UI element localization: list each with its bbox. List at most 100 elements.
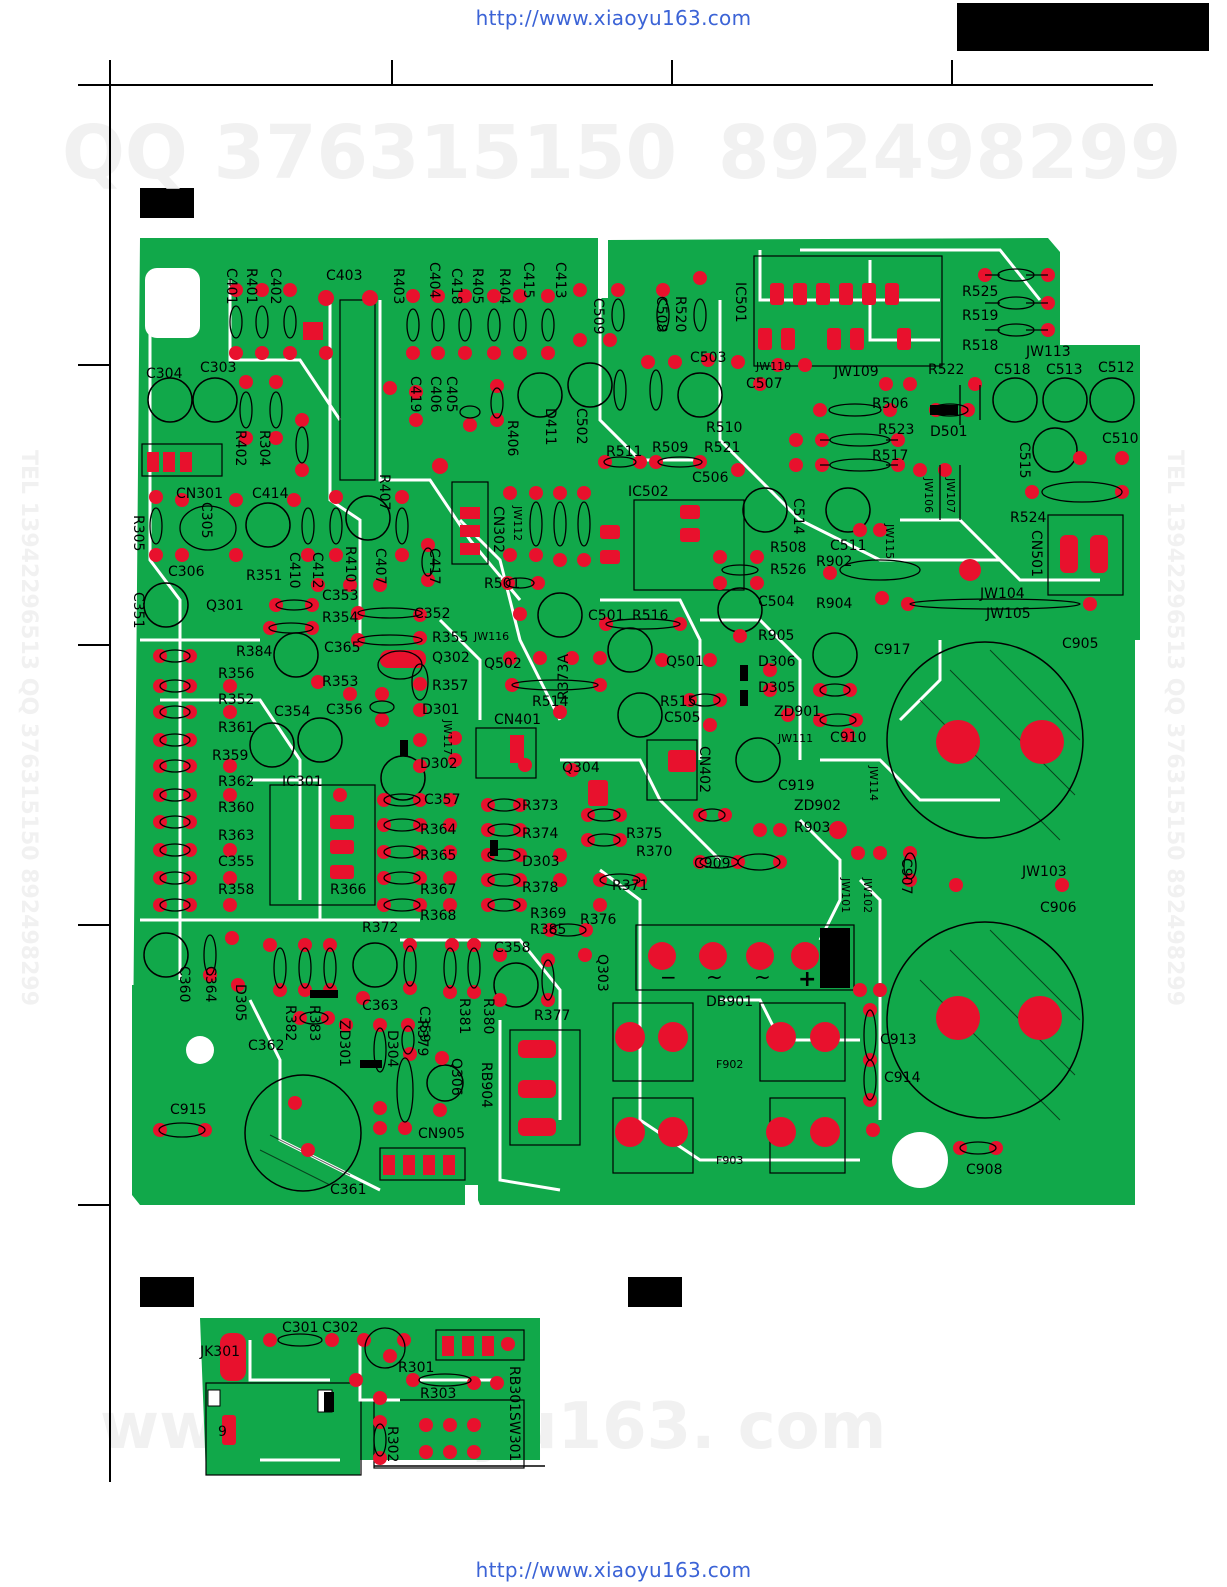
label-c501: C501 — [588, 608, 625, 624]
label-jw110: JW110 — [755, 360, 791, 373]
label-r509: R509 — [652, 440, 688, 456]
label-r525: R525 — [962, 284, 998, 300]
label-r380: R380 — [480, 998, 496, 1034]
label-c357: C357 — [424, 792, 461, 808]
label-r363: R363 — [218, 828, 254, 844]
label-r406: R406 — [504, 420, 520, 457]
label-r375: R375 — [626, 826, 662, 842]
label-jw106: JW106 — [922, 477, 935, 513]
main-board — [132, 238, 1140, 1205]
label-c504: C504 — [758, 594, 795, 610]
label-r524: R524 — [1010, 510, 1047, 526]
label-r369: R369 — [530, 906, 566, 922]
label-zd901: ZD901 — [774, 704, 821, 720]
label-rb904: RB904 — [478, 1062, 494, 1108]
label-c302: C302 — [322, 1320, 359, 1336]
label-c906: C906 — [1040, 900, 1077, 916]
label-c502: C502 — [573, 408, 589, 445]
label-ac2: ~ — [754, 965, 771, 989]
label-c511: C511 — [830, 538, 867, 554]
label-c909: C909 — [694, 856, 731, 872]
label-jw109: JW109 — [833, 364, 879, 380]
label-r903: R903 — [794, 820, 830, 836]
label-ic502: IC502 — [628, 484, 669, 500]
label-cn905: CN905 — [418, 1126, 465, 1142]
label-c919: C919 — [778, 778, 815, 794]
label-r522: R522 — [928, 362, 964, 378]
label-c510: C510 — [1102, 431, 1139, 447]
label-r374: R374 — [522, 826, 559, 842]
label-c915: C915 — [170, 1102, 207, 1118]
label-r501: R501 — [484, 576, 520, 592]
label-r351: R351 — [246, 568, 282, 584]
label-cn301: CN301 — [176, 486, 223, 502]
label-c913: C913 — [880, 1032, 917, 1048]
label-zd301: ZD301 — [336, 1020, 352, 1067]
label-r407: R407 — [376, 474, 392, 510]
source-url-bottom[interactable]: http://www.xiaoyu163.com — [475, 1558, 752, 1582]
label-c507: C507 — [746, 376, 783, 392]
label-c404: C404 — [426, 262, 442, 299]
label-r355: R355 — [432, 630, 468, 646]
label-c514: C514 — [790, 498, 806, 535]
label-c512: C512 — [1098, 360, 1135, 376]
watermark-side-right: TEL 13942296513 QQ 376315150 892498299 — [1162, 450, 1187, 1006]
label-c352: C352 — [414, 606, 451, 622]
label-c503: C503 — [690, 350, 727, 366]
label-c907: C907 — [898, 858, 914, 895]
label-c513: C513 — [1046, 362, 1083, 378]
label-r376: R376 — [580, 912, 617, 928]
label-r508: R508 — [770, 540, 806, 556]
label-q302: Q302 — [432, 650, 470, 666]
watermark-side-left: TEL 13942296513 QQ 376315150 892498299 — [16, 450, 41, 1006]
label-r510: R510 — [706, 420, 742, 436]
label-r372: R372 — [362, 920, 398, 936]
label-r305: R305 — [130, 515, 146, 551]
label-r377: R377 — [534, 1008, 570, 1024]
label-r373: R373 — [522, 798, 558, 814]
label-c417: C417 — [426, 548, 442, 585]
label-r383: R383 — [306, 1005, 322, 1041]
label-ic301: IC301 — [282, 774, 323, 790]
label-c401: C401 — [223, 268, 239, 305]
source-url-top[interactable]: http://www.xiaoyu163.com — [475, 6, 752, 30]
label-c405: C405 — [443, 376, 459, 413]
label-c306: C306 — [168, 564, 205, 580]
label-c305: C305 — [198, 502, 214, 539]
section-tag-main — [140, 188, 194, 218]
label-c917: C917 — [874, 642, 911, 658]
label-r354: R354 — [322, 610, 359, 626]
label-d411: D411 — [542, 408, 558, 446]
label-jw107: JW107 — [944, 477, 957, 513]
label-c910: C910 — [830, 730, 867, 746]
label-r304: R304 — [256, 430, 272, 467]
label-d501: D501 — [930, 424, 968, 440]
label-rb301: RB301 — [506, 1366, 522, 1412]
label-q501: Q501 — [666, 654, 704, 670]
label-c410: C410 — [286, 552, 302, 589]
label-jw114: JW114 — [867, 765, 880, 801]
label-r367: R367 — [420, 882, 456, 898]
label-q306: Q306 — [448, 1058, 464, 1096]
label-jw111: JW111 — [777, 732, 813, 745]
label-r526: R526 — [770, 562, 807, 578]
label-c414: C414 — [252, 486, 289, 502]
label-r511: R511 — [606, 444, 642, 460]
label-r404: R404 — [496, 268, 512, 305]
label-r519: R519 — [962, 308, 998, 324]
label-jw101: JW101 — [839, 877, 852, 913]
label-ic501: IC501 — [732, 282, 748, 323]
label-r382: R382 — [282, 1005, 298, 1041]
label-c351: C351 — [130, 592, 146, 629]
label-c415: C415 — [520, 262, 536, 299]
label-r302: R302 — [384, 1426, 400, 1462]
label-d305: D305 — [758, 680, 796, 696]
label-jk301: JK301 — [199, 1344, 240, 1360]
label-c303: C303 — [200, 360, 237, 376]
label-q502: Q502 — [484, 656, 522, 672]
page-frame — [78, 60, 1153, 1482]
label-r353: R353 — [322, 674, 358, 690]
label-db901: DB901 — [706, 994, 753, 1010]
label-zd902: ZD902 — [794, 798, 841, 814]
